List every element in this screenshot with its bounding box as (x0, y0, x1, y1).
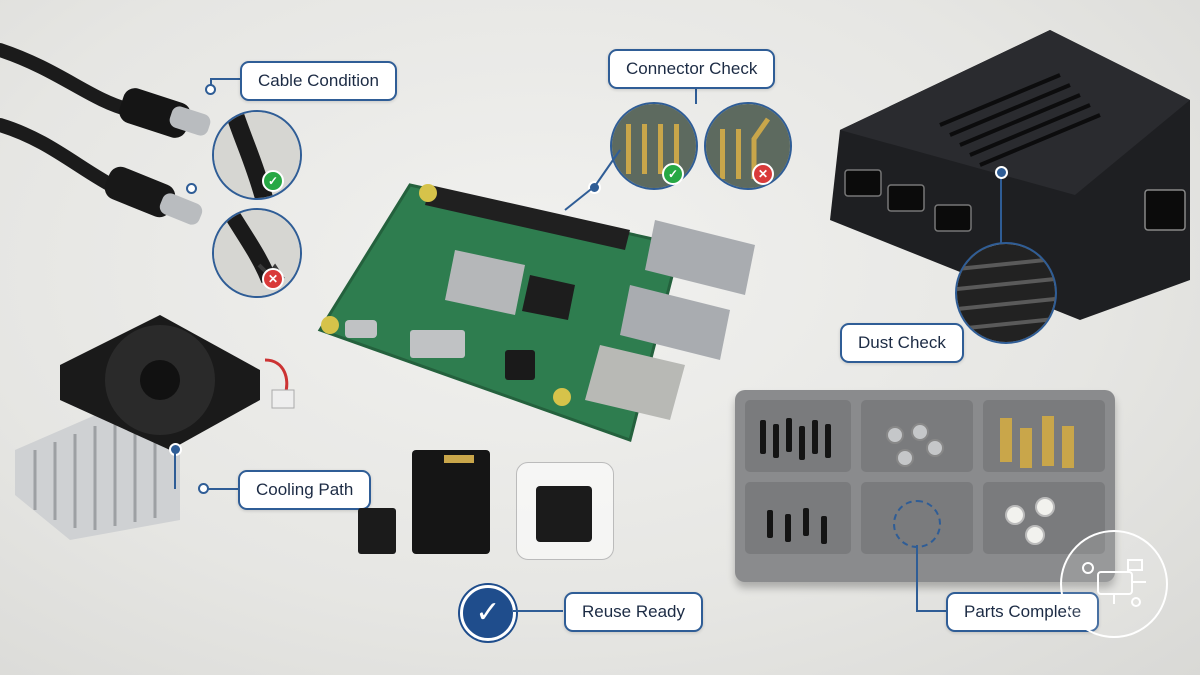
cooling-callout-hollow (198, 483, 209, 494)
dust-callout-line (1000, 172, 1002, 244)
logo-circle-icon (1060, 530, 1168, 638)
tray-cell (745, 482, 851, 554)
dust-check-callout: Dust Check (840, 323, 964, 363)
parts-callout-line-h (916, 610, 946, 612)
fan-heatsink-icon (15, 315, 295, 540)
cable-zoom-dot (186, 183, 197, 194)
good-status-icon: ✓ (662, 163, 684, 185)
cooling-callout-line-h (205, 488, 238, 490)
dust-zoom (955, 242, 1057, 344)
cable-callout-dot (205, 84, 216, 95)
screws (760, 418, 831, 544)
nuts (886, 423, 944, 467)
cooling-callout-line (174, 449, 176, 489)
good-status-icon: ✓ (262, 170, 284, 192)
reuse-ready-callout: Reuse Ready (564, 592, 704, 632)
check-badge-icon: ✓ (460, 585, 516, 641)
connector-check-callout: Connector Check (608, 49, 776, 89)
bad-status-icon: ✕ (752, 163, 774, 185)
connector-leader (564, 149, 621, 211)
cable-condition-callout: Cable Condition (240, 61, 397, 101)
raspberry-pi-board-icon (317, 183, 755, 442)
connector-callout-line (695, 86, 697, 104)
connector-zoom-bad (704, 102, 792, 190)
parts-callout-line (916, 545, 918, 610)
reuse-callout-line (513, 610, 563, 612)
usb-c-cables (0, 43, 211, 225)
missing-part-marker (893, 500, 941, 548)
cable-zoom-bad (212, 208, 302, 298)
cable-callout-line (210, 78, 242, 80)
nylon-spacers (1005, 497, 1055, 545)
sd-card-in-case (536, 486, 592, 542)
sd-adapter (412, 450, 490, 554)
bad-status-icon: ✕ (262, 268, 284, 290)
cable-zoom-good (212, 110, 302, 200)
parts-tray-icon (735, 390, 1115, 582)
dust-callout-dot (995, 166, 1008, 179)
black-case-icon (830, 30, 1190, 320)
brass-standoffs (1000, 416, 1074, 468)
micro-sd-card (358, 508, 396, 554)
sd-adapter-contacts (444, 455, 474, 463)
cooling-path-callout: Cooling Path (238, 470, 372, 510)
